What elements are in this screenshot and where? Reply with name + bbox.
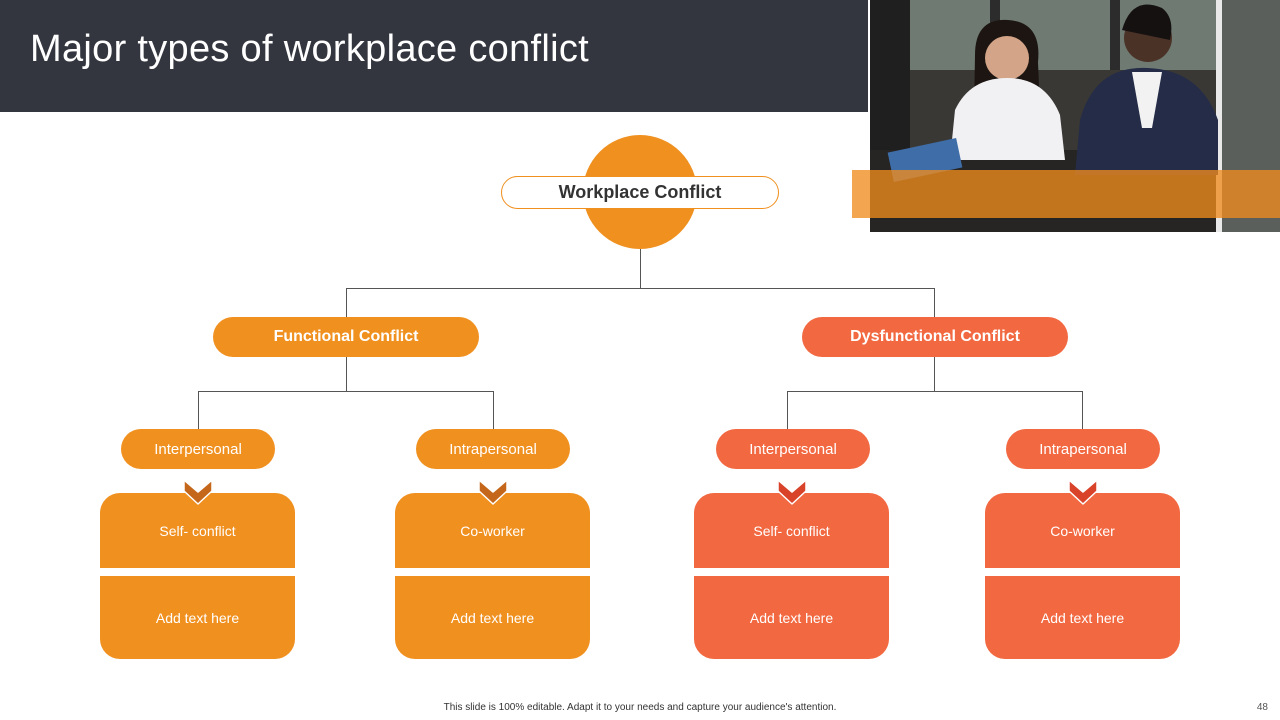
- chevron-down-icon: [478, 479, 508, 505]
- functional-interpersonal-node: Interpersonal: [121, 429, 275, 469]
- functional-intrapersonal-node: Intrapersonal: [416, 429, 570, 469]
- dysfunctional-conflict-node: Dysfunctional Conflict: [802, 317, 1068, 357]
- chevron-down-icon: [1068, 479, 1098, 505]
- chevron-down-icon: [777, 479, 807, 505]
- chevron-down-icon: [183, 479, 213, 505]
- dysfunctional-intrapersonal-node: Intrapersonal: [1006, 429, 1160, 469]
- card-text: Add text here: [694, 576, 889, 659]
- footer-note: This slide is 100% editable. Adapt it to…: [443, 702, 837, 713]
- photo-accent-band: [852, 170, 1280, 218]
- dysfunctional-interpersonal-card: Self- conflict Add text here: [694, 493, 889, 659]
- card-text: Add text here: [100, 576, 295, 659]
- slide-title: Major types of workplace conflict: [30, 28, 590, 70]
- dysfunctional-interpersonal-node: Interpersonal: [716, 429, 870, 469]
- functional-intrapersonal-card: Co-worker Add text here: [395, 493, 590, 659]
- page-number: 48: [1256, 702, 1268, 713]
- title-bar: Major types of workplace conflict: [0, 0, 868, 112]
- card-title: Self- conflict: [100, 493, 295, 568]
- card-title: Co-worker: [985, 493, 1180, 568]
- card-text: Add text here: [395, 576, 590, 659]
- card-title: Co-worker: [395, 493, 590, 568]
- root-node: Workplace Conflict: [501, 176, 779, 209]
- functional-interpersonal-card: Self- conflict Add text here: [100, 493, 295, 659]
- dysfunctional-intrapersonal-card: Co-worker Add text here: [985, 493, 1180, 659]
- card-text: Add text here: [985, 576, 1180, 659]
- functional-conflict-node: Functional Conflict: [213, 317, 479, 357]
- card-title: Self- conflict: [694, 493, 889, 568]
